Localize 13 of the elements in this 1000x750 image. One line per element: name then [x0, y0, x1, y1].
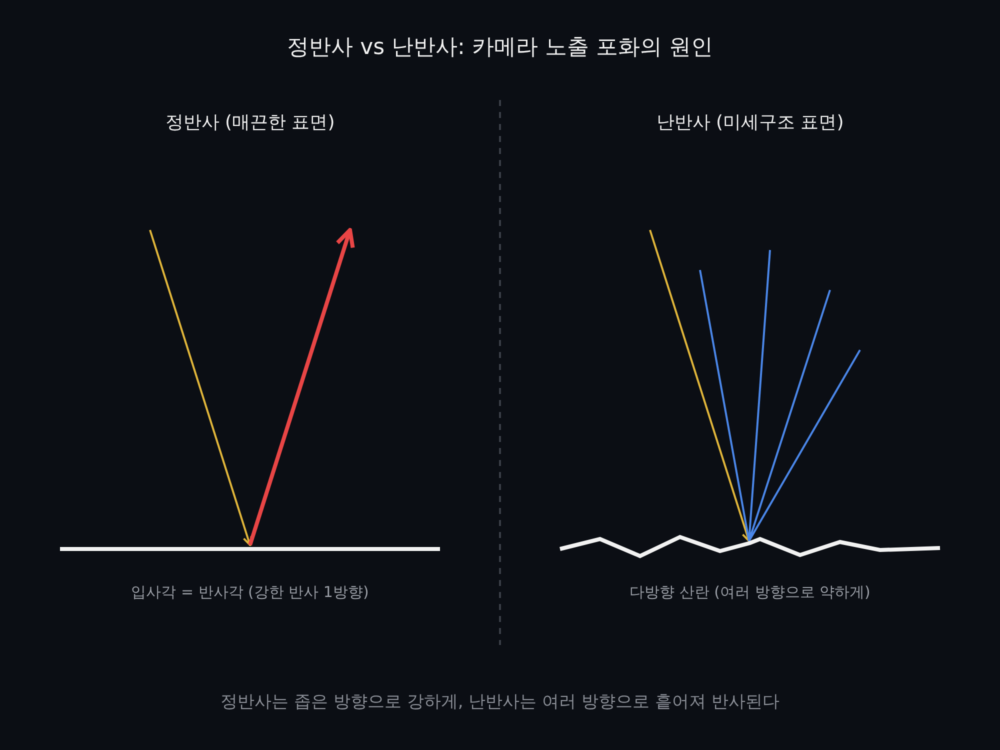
diagram-title: 정반사 vs 난반사: 카메라 노출 포화의 원인: [287, 34, 713, 62]
panel-heading: 정반사 (매끈한 표면): [165, 111, 335, 134]
ray-line: [699, 270, 750, 542]
rough-surface-line: [558, 535, 942, 559]
arrow: [248, 228, 355, 546]
ray-line: [748, 350, 861, 542]
panel-note: 입사각 = 반사각 (강한 반사 1방향): [131, 583, 369, 602]
arrow: [649, 230, 752, 542]
panel-note: 다방향 산란 (여러 방향으로 약하게): [630, 583, 870, 602]
ray-line: [748, 290, 831, 542]
panel-heading: 난반사 (미세구조 표면): [656, 111, 844, 134]
arrow: [149, 230, 252, 546]
diagram-caption: 정반사는 좁은 방향으로 강하게, 난반사는 여러 방향으로 흩어져 반사된다: [220, 691, 780, 713]
